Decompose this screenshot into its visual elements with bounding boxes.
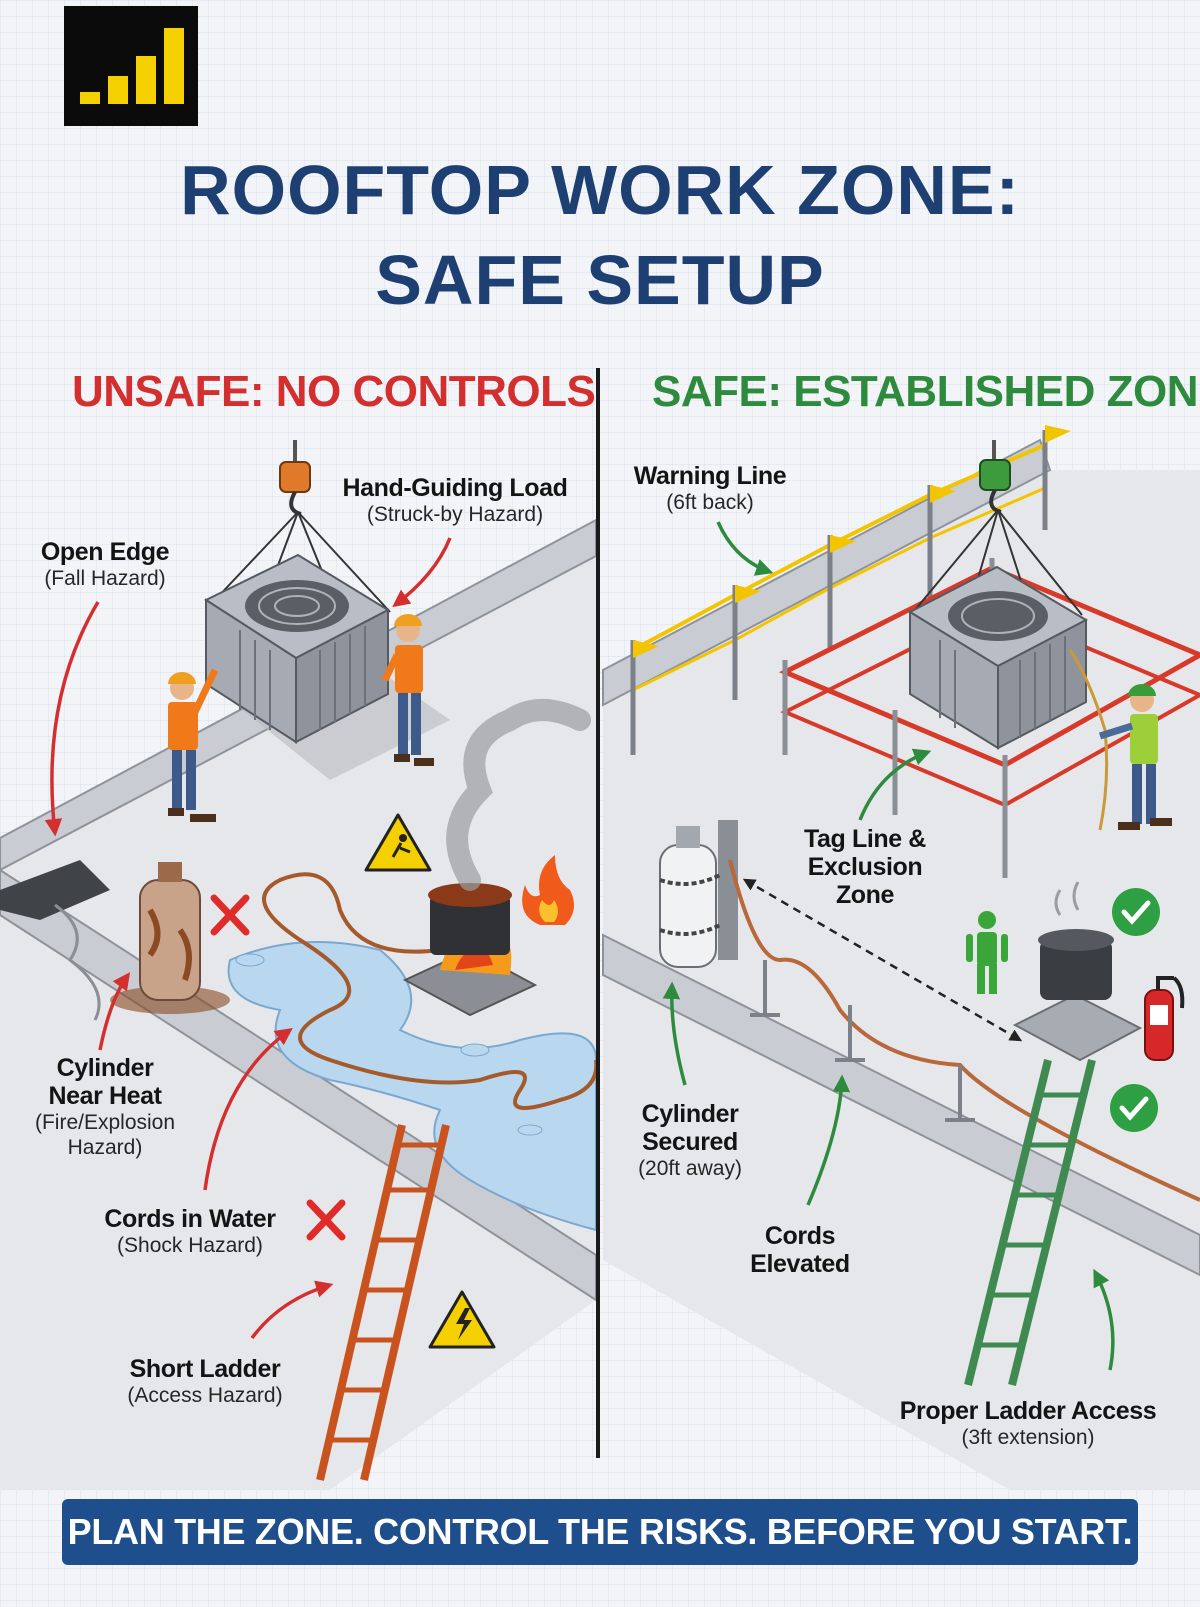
page-title-line-1: ROOFTOP WORK ZONE: — [180, 151, 1020, 229]
ac-unit-left — [203, 553, 391, 744]
safe-heading: SAFE: ESTABLISHED ZONE — [652, 367, 1200, 416]
label-title: Proper Ladder Access — [899, 1397, 1157, 1425]
worker-icon — [966, 911, 1008, 994]
label-cylinder-secured: Cylinder Secured (20ft away) — [615, 1100, 765, 1181]
worker-left-2 — [381, 614, 434, 766]
label-cords-in-water: Cords in Water (Shock Hazard) — [90, 1205, 290, 1258]
short-ladder — [316, 1124, 450, 1481]
label-title: Short Ladder — [129, 1355, 281, 1383]
tag-line — [1068, 649, 1109, 831]
label-open-edge: Open Edge (Fall Hazard) — [20, 538, 190, 591]
gas-cylinder-left — [110, 862, 230, 1014]
label-line-2: Exclusion — [807, 853, 923, 881]
electric-cord-left — [262, 872, 599, 1110]
ac-unit-right — [907, 565, 1089, 750]
label-note: (3ft extension) — [961, 1426, 1095, 1449]
bottom-banner: PLAN THE ZONE. CONTROL THE RISKS. BEFORE… — [62, 1499, 1138, 1565]
label-note: (Access Hazard) — [127, 1384, 283, 1407]
logo-bars-icon — [64, 6, 198, 126]
slip-warning-icon — [364, 813, 432, 872]
worker-right — [1098, 684, 1172, 830]
worker-left-1 — [168, 668, 219, 822]
page-title-line-2: SAFE SETUP — [375, 241, 825, 319]
proper-ladder — [964, 1059, 1096, 1386]
label-line-1: Cords — [764, 1222, 836, 1250]
label-title-1: Cylinder — [641, 1100, 739, 1128]
fire-extinguisher-icon — [1144, 976, 1185, 1061]
label-line-3: Zone — [835, 881, 895, 909]
crane-hook-right — [914, 440, 1083, 641]
check-mark-icon — [1112, 888, 1160, 936]
label-note: (6ft back) — [666, 491, 754, 514]
label-title: Open Edge — [40, 538, 170, 566]
label-proper-ladder-access: Proper Ladder Access (3ft extension) — [878, 1397, 1178, 1450]
label-line-1: Tag Line & — [804, 825, 926, 853]
label-title-2: Near Heat — [48, 1082, 162, 1110]
unsafe-heading: UNSAFE: NO CONTROLS — [72, 367, 596, 416]
label-note: (Shock Hazard) — [117, 1234, 263, 1257]
unsafe-callout-arrows — [44, 537, 452, 1340]
safe-callout-arrows — [662, 521, 1115, 1371]
label-title: Hand-Guiding Load — [342, 474, 568, 502]
label-title-1: Cylinder — [56, 1054, 154, 1082]
label-short-ladder: Short Ladder (Access Hazard) — [105, 1355, 305, 1408]
label-line-2: Elevated — [750, 1250, 850, 1278]
label-note: (Fall Hazard) — [44, 567, 166, 590]
label-cords-elevated: Cords Elevated — [730, 1222, 870, 1278]
label-title-2: Secured — [642, 1128, 738, 1156]
fire-icon — [522, 855, 574, 925]
label-tag-line-exclusion-zone: Tag Line & Exclusion Zone — [780, 825, 950, 909]
label-warning-line: Warning Line (6ft back) — [620, 462, 800, 515]
distance-arrow — [742, 878, 1023, 1042]
label-cylinder-near-heat: Cylinder Near Heat (Fire/Explosion Hazar… — [10, 1054, 200, 1160]
label-title: Cords in Water — [104, 1205, 276, 1233]
gas-cylinder-secured — [659, 820, 738, 968]
cross-mark-icon — [306, 1199, 346, 1241]
check-mark-icon — [1110, 1084, 1158, 1132]
label-note: (Struck-by Hazard) — [366, 503, 544, 526]
burner-pot-left — [402, 699, 591, 1017]
cross-mark-icon — [210, 894, 250, 936]
warning-line — [630, 425, 1071, 755]
label-note-2: Hazard) — [67, 1136, 143, 1159]
label-note-1: (Fire/Explosion — [34, 1111, 176, 1134]
electric-warning-icon — [428, 1290, 496, 1349]
label-title: Warning Line — [633, 462, 787, 490]
burner-pot-right — [1012, 881, 1143, 1062]
label-note: (20ft away) — [638, 1157, 742, 1180]
label-hand-guiding-load: Hand-Guiding Load (Struck-by Hazard) — [330, 474, 580, 527]
